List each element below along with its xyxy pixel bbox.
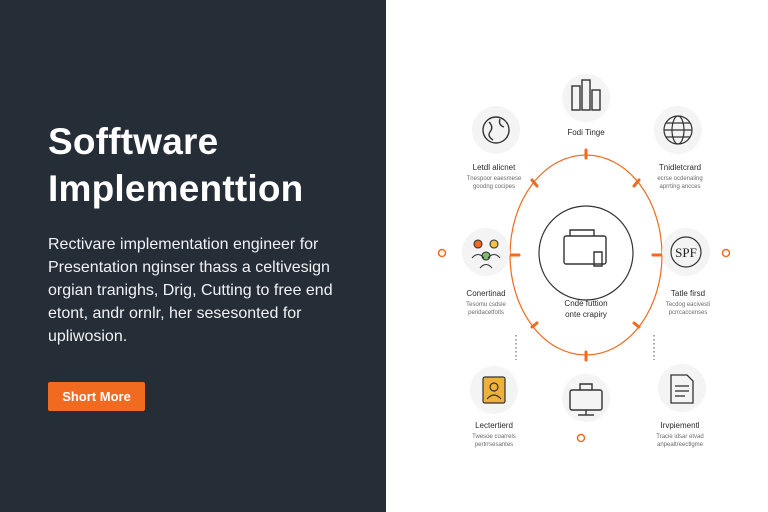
building-icon — [571, 79, 601, 111]
show-more-button[interactable]: Short More — [48, 382, 145, 411]
node-subtitle: anpealtreectlgme — [657, 442, 704, 448]
description-line: etont, andr ornlr, her sesesonted for — [48, 305, 302, 322]
folder-hand-icon — [563, 229, 607, 267]
node-subtitle: goodng cocipes — [473, 184, 515, 190]
process-diagram: Cnde futtion onte crapiry Fodi Tinge Let… — [437, 74, 731, 448]
node-subtitle: aprrting ancces — [659, 184, 700, 190]
badge-icon — [482, 376, 506, 404]
node-subtitle: pertrrsesantes — [475, 442, 513, 448]
center-node — [538, 205, 634, 301]
node-mid-right — [662, 228, 710, 276]
monitor-icon — [569, 383, 603, 416]
description-line: upliwosion. — [48, 328, 128, 345]
document-icon — [670, 374, 694, 404]
node-subtitle: pcrrcaccenses — [669, 310, 708, 316]
node-subtitle: Tecdog eacivesti — [666, 302, 710, 308]
node-title: Conertinad — [466, 289, 505, 298]
page-title: Sofftware Implementtion — [48, 118, 303, 212]
node-title: Tnidletcrard — [659, 163, 701, 172]
team-icon — [471, 239, 501, 269]
globe-icon — [482, 116, 510, 144]
node-title: Lectertierd — [475, 421, 513, 430]
node-bottom-right — [658, 364, 706, 412]
top-node-label: Fodi Tinge — [567, 128, 605, 137]
globe-icon — [663, 115, 693, 145]
spf-icon: SPF — [670, 236, 702, 268]
marker-dot — [437, 248, 447, 258]
node-title: Irvpiementl — [660, 421, 699, 430]
marker-dot — [576, 433, 586, 443]
node-top-left — [472, 106, 520, 154]
hero-panel: Sofftware Implementtion Rectivare implem… — [0, 0, 386, 512]
node-subtitle: peridacetfotls — [468, 310, 504, 316]
description-line: Presentation nginser thass a celtivesign — [48, 259, 330, 276]
description-line: orgian tranighs, Drig, Cutting to free e… — [48, 282, 333, 299]
marker-dot — [721, 248, 731, 258]
node-title: Letdl alicnet — [473, 163, 516, 172]
node-subtitle: Tracie idsar etvad — [656, 434, 703, 440]
dotted-connectors — [515, 335, 655, 360]
description-line: Rectivare implementation engineer for — [48, 236, 319, 253]
top-node — [562, 74, 610, 122]
node-subtitle: Twesoe coarrels — [472, 434, 516, 440]
ring-ticks — [509, 148, 663, 362]
node-subtitle: ecrse ocdenaling — [657, 176, 702, 182]
title-line-2: Implementtion — [48, 168, 304, 209]
node-subtitle: Tnespoor eaesmese — [467, 176, 522, 182]
node-subtitle: Tesomu csdsle — [466, 302, 506, 308]
spf-text: SPF — [675, 245, 697, 260]
hero-description: Rectivare implementation engineer for Pr… — [48, 233, 366, 348]
center-label-line-1: Cnde futtion — [564, 299, 607, 308]
node-title: Tatle firsd — [671, 289, 705, 298]
title-line-1: Sofftware — [48, 121, 219, 162]
center-label-line-2: onte crapiry — [565, 310, 607, 319]
